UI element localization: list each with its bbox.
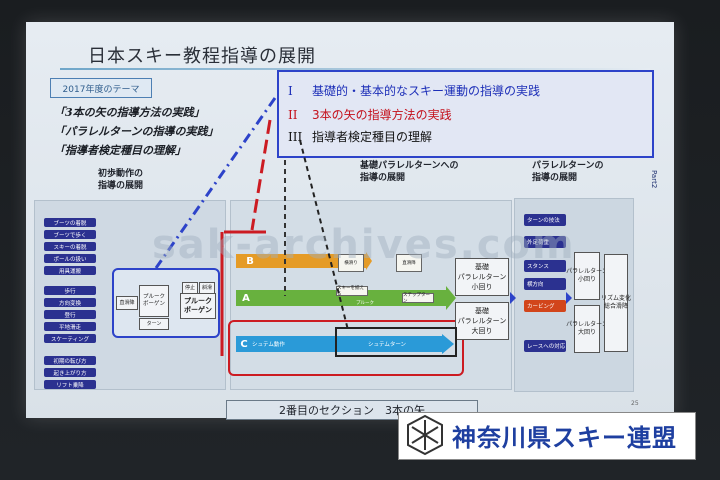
lane-c-label: C	[238, 338, 250, 350]
turn-box: ターン	[139, 318, 169, 330]
title-divider	[60, 68, 650, 70]
lane-a-arrowhead	[446, 286, 456, 310]
focus-item-3: III 指導者検定種目の理解	[288, 128, 432, 145]
lane-a-item-2: ステップターン	[402, 293, 434, 304]
lane-a-plough: プルーク	[356, 301, 374, 306]
initial-motion-item: スキーの着脱	[44, 242, 96, 251]
section-head-right: パラレルターンの 指導の展開	[532, 161, 604, 183]
focus-num-3: III	[288, 130, 303, 144]
initial-motion-item: 方向変換	[44, 298, 96, 307]
dashed-red-arrow	[250, 119, 272, 231]
focus-item-2: II 3本の矢の指導方法の実践	[288, 106, 452, 123]
page-number: 25	[631, 400, 639, 407]
lane-a-label: A	[238, 292, 254, 304]
lane-a-item-1: スキーを揃える	[336, 286, 368, 297]
basic-parallel-short: 基礎 パラレルターン 小回り	[455, 258, 509, 296]
focus-box	[277, 70, 654, 158]
right-arrow-1	[510, 292, 516, 304]
side-tag: Part2	[650, 170, 658, 189]
tilt-box: 斜滑	[199, 282, 215, 294]
focus-text-2: 3本の矢の指導方法の実践	[312, 108, 452, 122]
red-group	[228, 320, 464, 376]
plough-glide-box: プルーク ボーゲン	[139, 285, 169, 317]
dashdot-blue-arrow	[154, 97, 277, 269]
lane-b-item-1: 横滑り	[338, 254, 364, 272]
snowflake-emblem-icon	[407, 414, 443, 456]
lane-b-label: B	[239, 255, 261, 267]
lane-c-bar	[236, 336, 442, 352]
initial-motion-item: ポールの扱い	[44, 254, 96, 263]
lane-c-stem-turn: シュテムターン	[368, 342, 407, 348]
lane-b-arrowhead	[366, 252, 372, 270]
theme-item-3: 「指導者検定種目の理解」	[54, 144, 186, 157]
parallel-technique-item: 外足荷重	[524, 236, 566, 248]
focus-text-1: 基礎的・基本的なスキー運動の指導の実践	[312, 84, 541, 98]
lane-c-arrowhead	[442, 334, 454, 354]
initial-motion-item: 歩行	[44, 286, 96, 295]
plough-bogen-box: プルーク ボーゲン	[180, 293, 216, 319]
basic-parallel-long: 基礎 パラレルターン 大回り	[455, 302, 509, 340]
lane-b-bar	[236, 254, 366, 268]
initial-motion-item: リフト乗降	[44, 380, 96, 389]
lane-c-caption: シュテム動作	[252, 342, 285, 348]
federation-name: 神奈川県スキー連盟	[452, 424, 677, 452]
rhythm-change-box: リズム変化 総合滑降	[601, 254, 631, 352]
focus-text-3: 指導者検定種目の理解	[312, 130, 433, 144]
theme-label: 2017年度のテーマ	[50, 78, 152, 98]
black-dashed-arrow-2	[299, 139, 349, 331]
theme-item-1: 「3本の矢の指導方法の実践」	[54, 106, 205, 119]
initial-motion-item: 登行	[44, 310, 96, 319]
focus-item-1: I 基礎的・基本的なスキー運動の指導の実践	[288, 82, 540, 99]
initial-motion-item: 起き上がり方	[44, 368, 96, 377]
slide-title: 日本スキー教程指導の展開	[88, 46, 316, 67]
parallel-technique-item: スタンス	[524, 260, 566, 272]
initial-motion-item: ブーツで歩く	[44, 230, 96, 239]
lane-a-bar	[236, 290, 446, 306]
parallel-short-box: パラレルターン 小回り	[566, 252, 608, 300]
theme-item-2: 「パラレルターンの指導の実践」	[54, 125, 219, 138]
straight-box: 直滑降	[116, 296, 138, 310]
federation-logo-banner	[398, 412, 696, 460]
initial-motion-item: ブーツの着脱	[44, 218, 96, 227]
initial-motion-item: 初期の転び方	[44, 356, 96, 365]
parallel-technique-item: カービング	[524, 300, 566, 312]
initial-motion-item: 用具運搬	[44, 266, 96, 275]
parallel-technique-item: ターンの技法	[524, 214, 566, 226]
initial-motion-item: スケーティング	[44, 334, 96, 343]
parallel-technique-item: 横方向	[524, 278, 566, 290]
parallel-long-box: パラレルターン 大回り	[566, 305, 608, 353]
section-head-left: 初歩動作の 指導の展開	[98, 169, 144, 191]
watermark: sak-archives.com	[152, 222, 576, 268]
lane-b-item-2: 直滑降	[396, 254, 422, 272]
right-arrow-2	[566, 292, 572, 304]
initial-motion-item: 平地滑走	[44, 322, 96, 331]
stem-turn-outline	[335, 327, 457, 357]
section-head-mid: 基礎パラレルターンへの 指導の展開	[360, 161, 459, 183]
parallel-technique-item: レースへの対応	[524, 340, 566, 352]
focus-num-2: II	[288, 108, 298, 122]
focus-num-1: I	[288, 84, 293, 98]
